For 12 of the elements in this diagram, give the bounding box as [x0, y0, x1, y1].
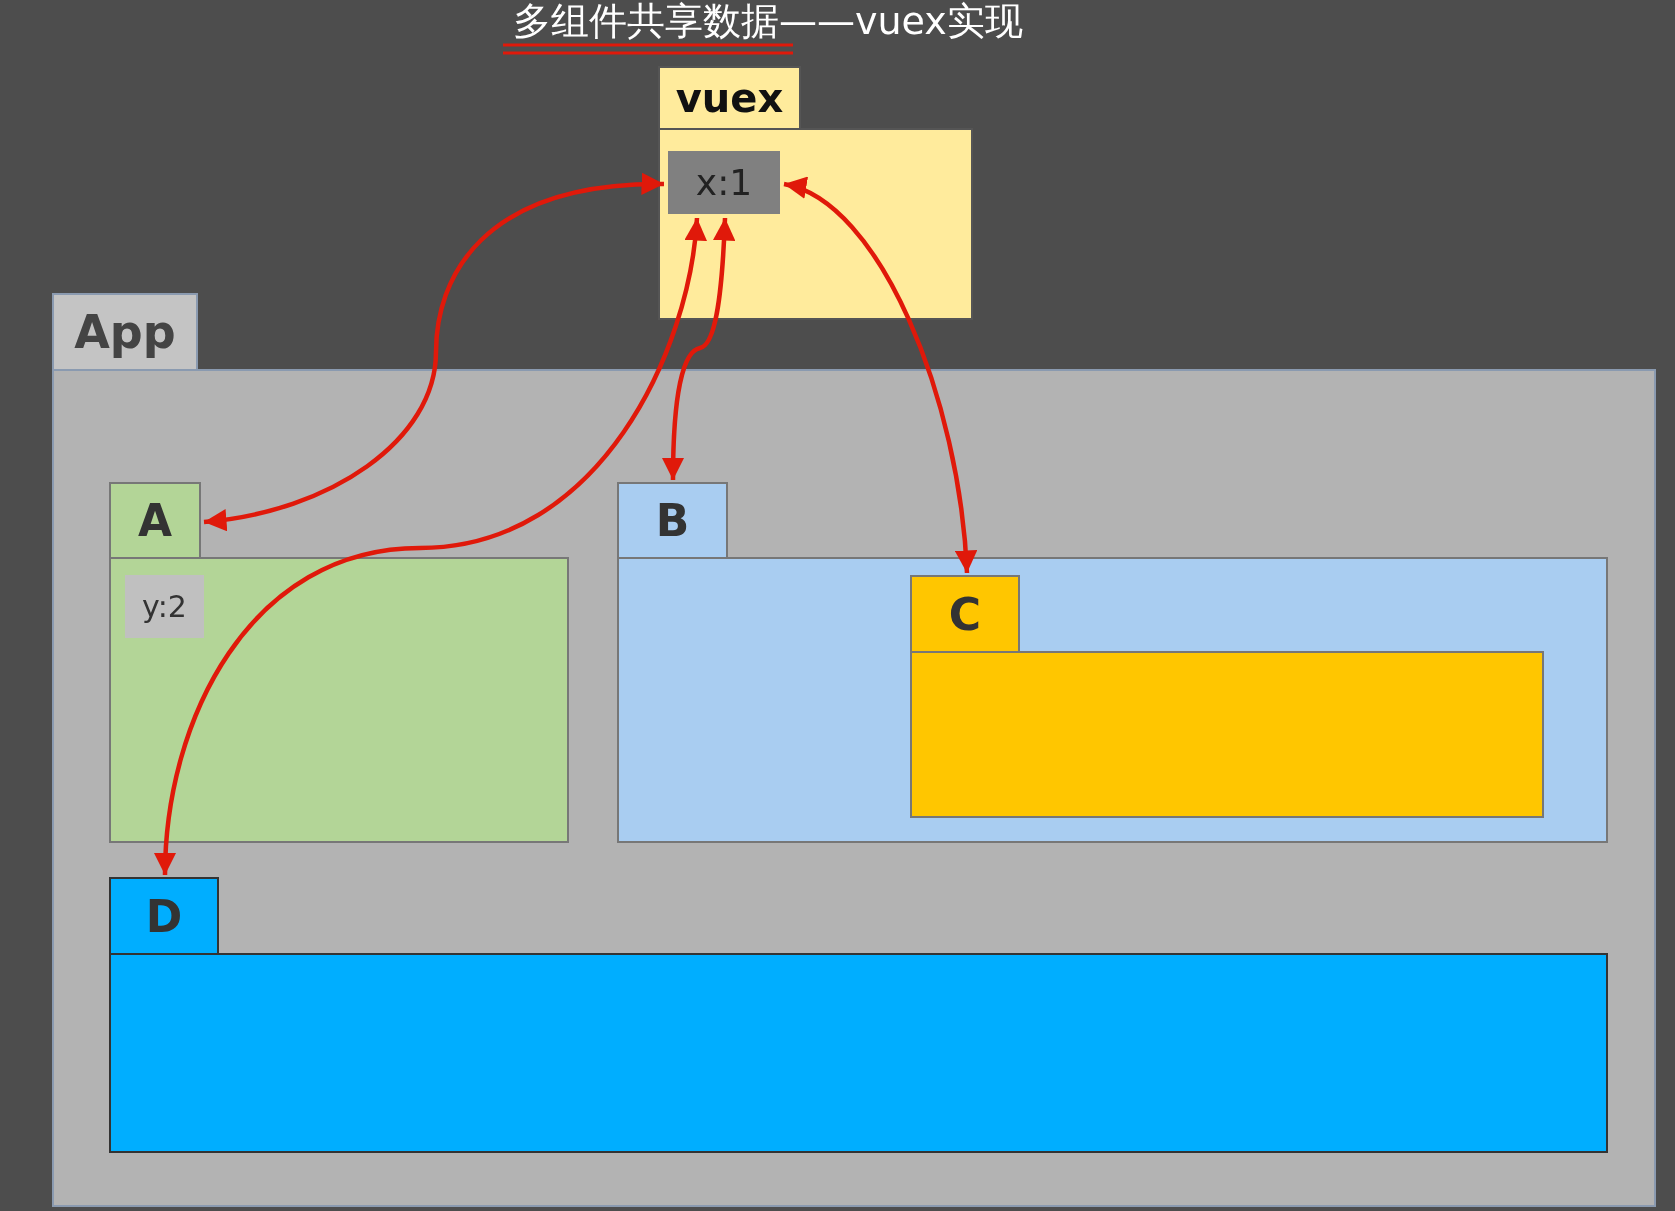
arrow — [661, 217, 736, 480]
folder-tab: vuex — [658, 66, 801, 130]
folder-tab: D — [109, 877, 219, 955]
folder-tab: B — [617, 482, 728, 559]
folder-tab: App — [52, 293, 198, 371]
arrow — [154, 217, 706, 876]
folder-tab: C — [910, 575, 1020, 653]
folder-tab: A — [109, 482, 201, 559]
title: 多组件共享数据——vuex实现 — [513, 0, 1023, 45]
value-label: x:1 — [668, 151, 780, 214]
arrow — [203, 173, 665, 531]
value-label: y:2 — [125, 575, 204, 638]
